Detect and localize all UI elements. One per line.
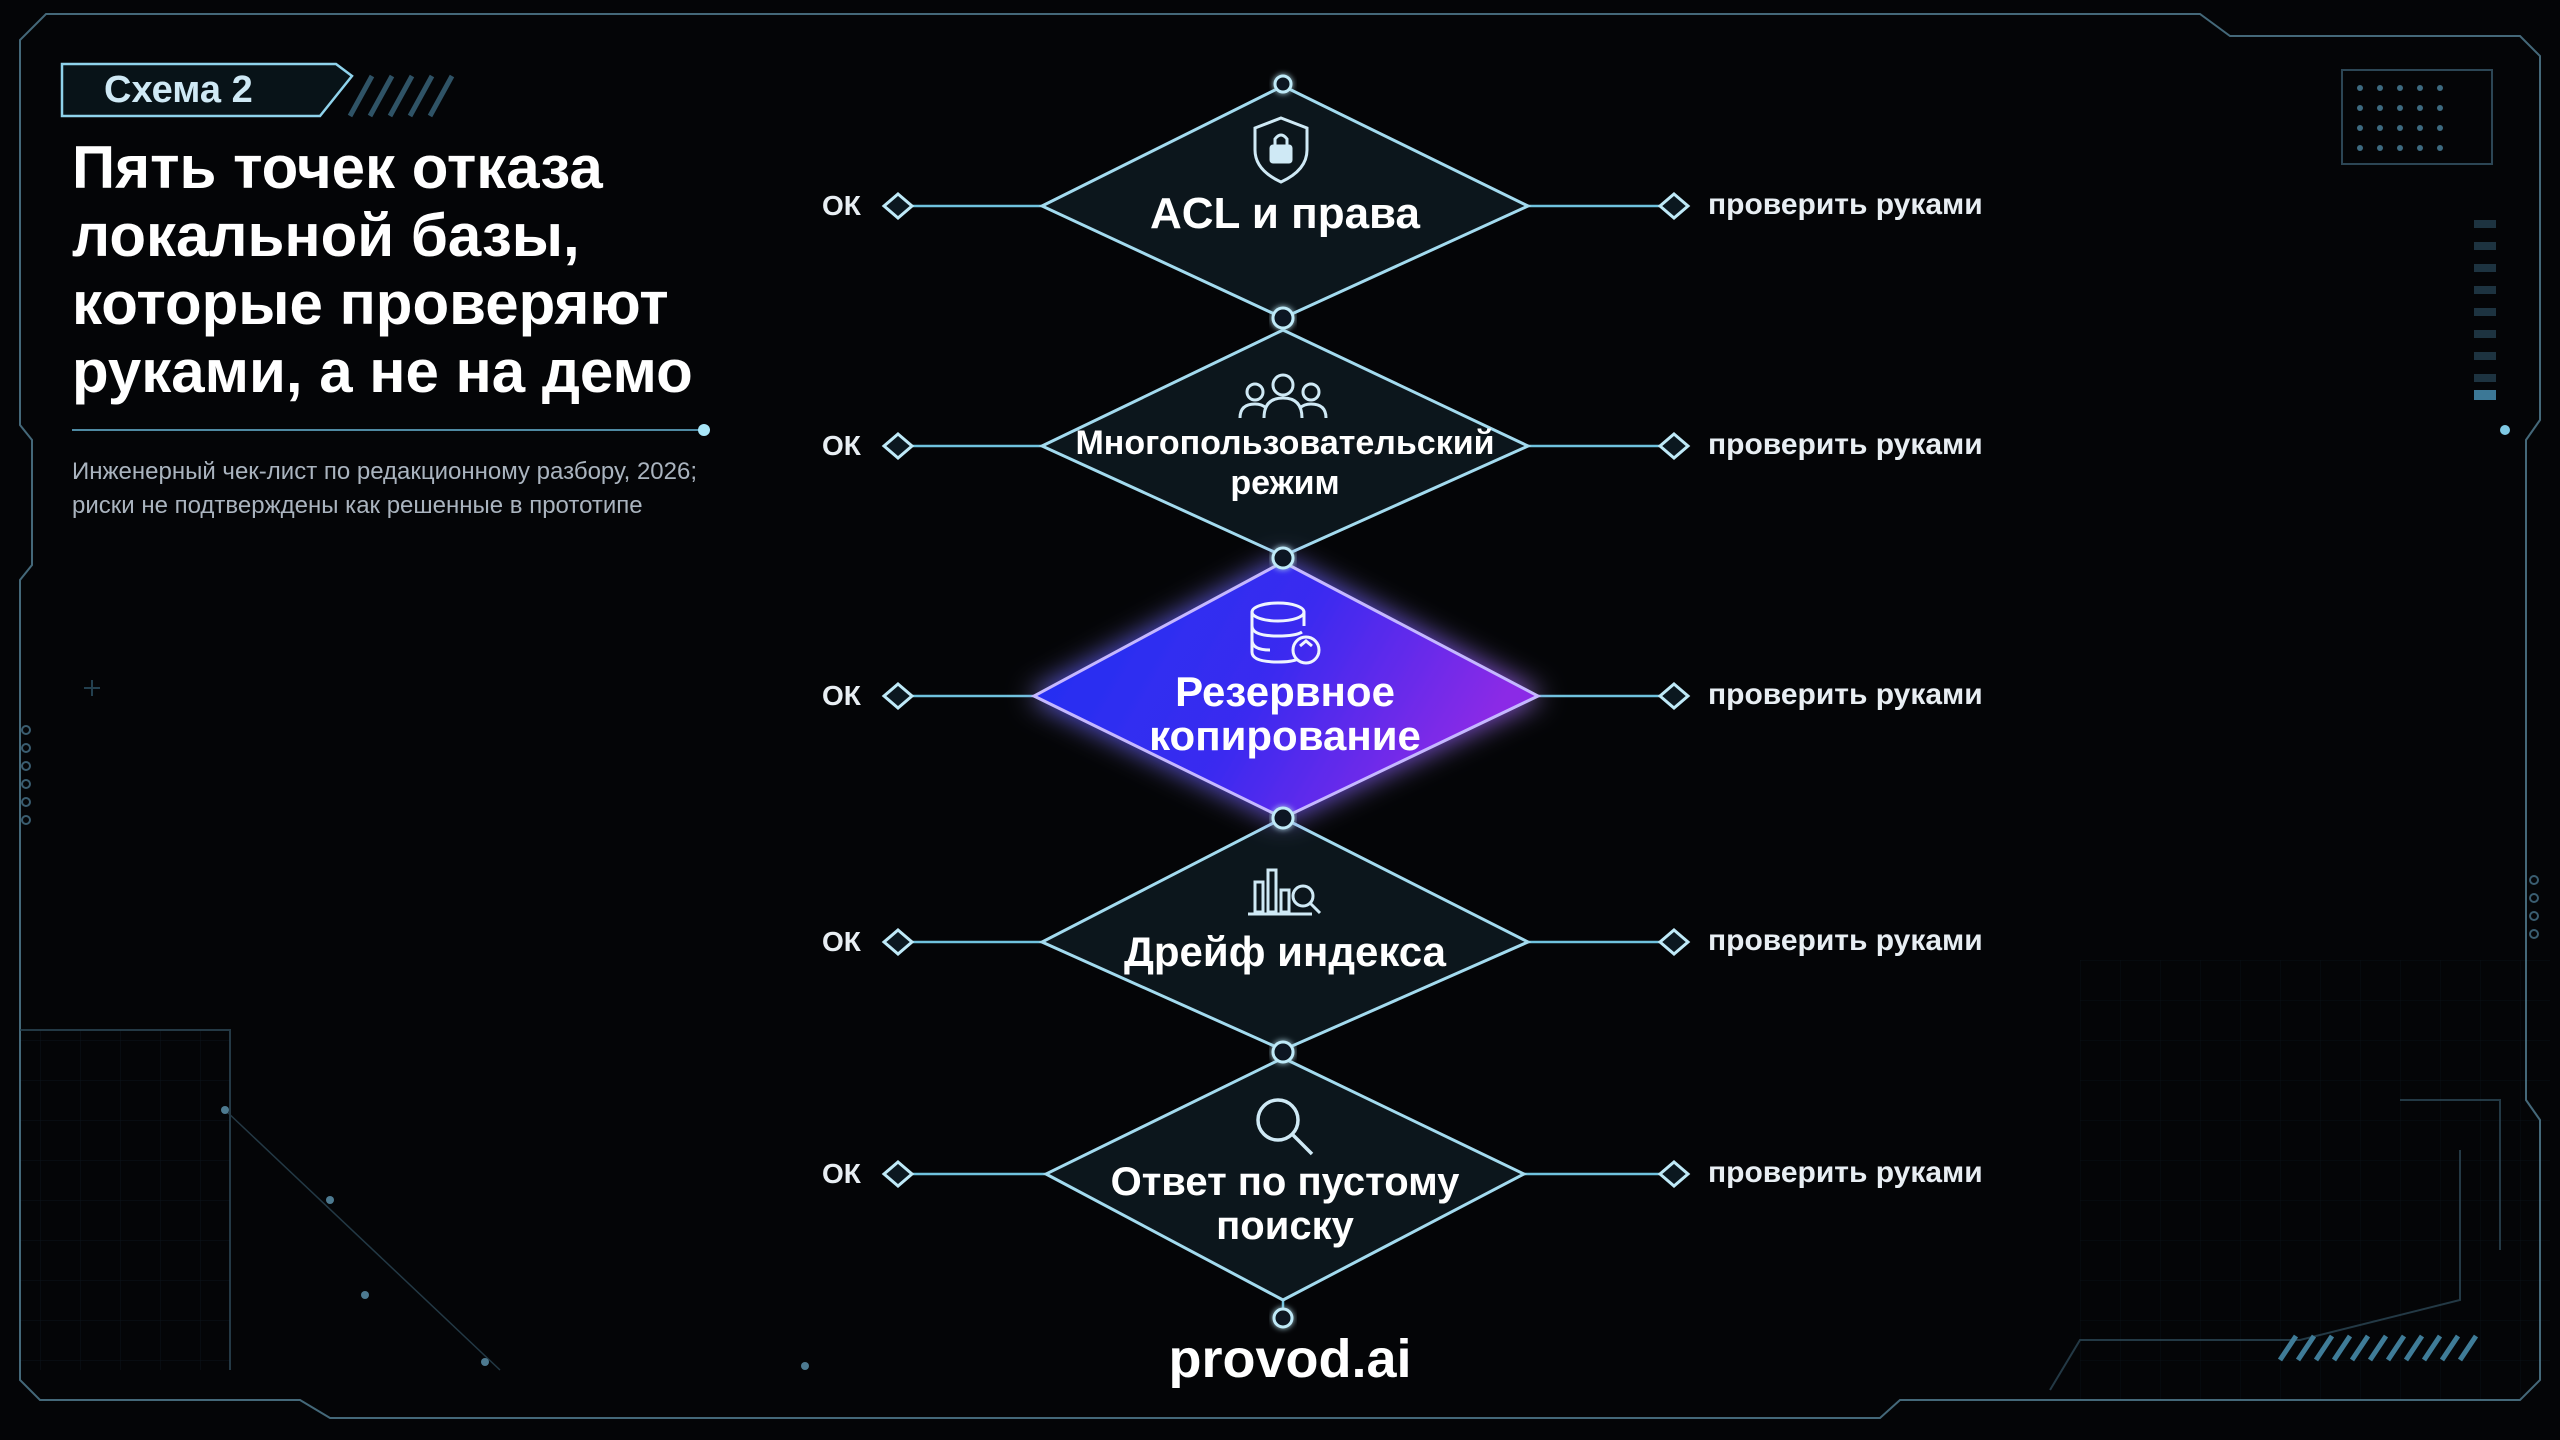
users-group-icon xyxy=(1238,373,1328,419)
diagram-badge: Схема 2 xyxy=(104,68,253,111)
check-manually-label: проверить руками xyxy=(1708,1156,1983,1189)
check-manually-label: проверить руками xyxy=(1708,188,1983,221)
page-subtitle: Инженерный чек-лист по редакционному раз… xyxy=(72,458,697,519)
lock-shield-icon xyxy=(1253,116,1309,184)
node-backup-label: Резервное копирование xyxy=(1149,668,1421,759)
ok-label: ОК xyxy=(822,190,861,221)
check-manually-label: проверить руками xyxy=(1708,924,1983,957)
node-acl-label: ACL и права xyxy=(1150,189,1420,238)
ok-label: ОК xyxy=(822,1158,861,1189)
ok-label: ОК xyxy=(822,680,861,711)
ok-label: ОК xyxy=(822,430,861,461)
chart-search-icon xyxy=(1248,868,1322,916)
brand-logo-text: provod.ai xyxy=(1168,1329,1412,1389)
node-drift-label: Дрейф индекса xyxy=(1123,928,1447,975)
node-multiuser-label: Многопользовательский режим xyxy=(1075,424,1495,502)
search-icon xyxy=(1256,1098,1314,1156)
check-manually-label: проверить руками xyxy=(1708,428,1983,461)
page-title: Пять точек отказа локальной базы, которы… xyxy=(72,134,693,405)
ok-label: ОК xyxy=(822,926,861,957)
badge-frame xyxy=(60,62,354,118)
node-empty-search-shape xyxy=(1042,1056,1528,1302)
database-sync-icon xyxy=(1250,601,1321,665)
node-empty-search-label: Ответ по пустому поиску xyxy=(1110,1160,1460,1248)
check-manually-label: проверить руками xyxy=(1708,678,1983,711)
